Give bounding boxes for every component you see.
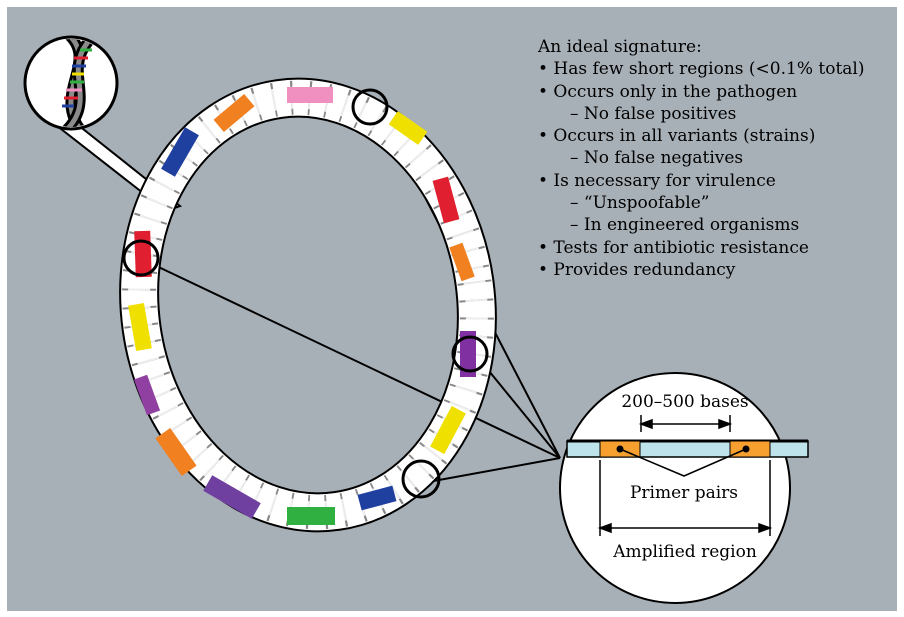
primer-right <box>729 440 771 458</box>
rope-segment <box>449 242 475 282</box>
rope-segment <box>460 331 476 377</box>
signature-criteria-list: An ideal signature: • Has few short regi… <box>538 36 898 281</box>
highlight-circle-purple <box>451 335 489 373</box>
list-item: • Occurs only in the pathogen <box>538 81 798 102</box>
rope-segment <box>430 405 466 455</box>
rope-segment <box>203 475 261 519</box>
bases-label: 200–500 bases <box>621 392 748 412</box>
amplified-label: Amplified region <box>612 542 757 562</box>
list-item: • Provides redundancy <box>538 259 736 280</box>
rope-segment <box>388 111 428 145</box>
list-item: • Has few short regions (<0.1% total) <box>538 59 865 80</box>
highlight-circles <box>122 88 489 499</box>
amplification-detail: 200–500 bases Primer pairs Amplified reg… <box>559 372 809 604</box>
highlight-circle-top <box>351 88 389 126</box>
highlight-circle-red <box>122 239 160 277</box>
signature-segments <box>128 87 476 525</box>
rope-segment <box>134 230 152 278</box>
highlight-circle-bottom <box>401 459 441 499</box>
rope-segment <box>287 87 333 103</box>
amplified-dimension <box>597 460 773 536</box>
rope-segment <box>357 485 397 511</box>
list-item: • Tests for antibiotic resistance <box>538 237 809 258</box>
list-subitem: – “Unspoofable” <box>570 193 710 214</box>
list-item: • Is necessary for virulence <box>538 170 776 191</box>
plasmid-rope <box>119 77 497 533</box>
list-subitem: – In engineered organisms <box>570 215 800 236</box>
rope-segment <box>133 374 161 416</box>
rope-segment <box>161 127 199 177</box>
rope-segment <box>155 427 197 477</box>
signature-list-title: An ideal signature: <box>538 37 702 57</box>
rope-segment <box>287 507 335 525</box>
dna-helix-icon <box>51 39 104 127</box>
rope-segment <box>432 176 460 224</box>
primer-label: Primer pairs <box>630 483 738 503</box>
list-item: • Occurs in all variants (strains) <box>538 126 816 147</box>
list-subitem: – No false positives <box>570 103 737 124</box>
primer-pointers <box>619 448 747 477</box>
dna-magnifier <box>23 35 119 131</box>
rope-segment <box>213 94 255 132</box>
rope-segment <box>128 302 152 352</box>
list-subitem: – No false negatives <box>570 148 744 169</box>
bases-dimension <box>638 415 733 432</box>
